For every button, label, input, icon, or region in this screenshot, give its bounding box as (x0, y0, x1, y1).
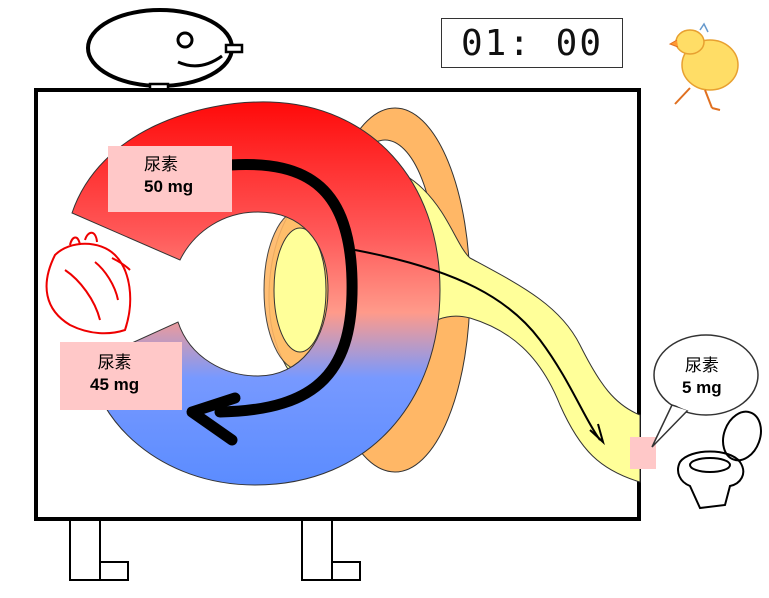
timer-display: 01: 00 (441, 18, 623, 68)
legs (69, 519, 361, 581)
toilet-icon (677, 410, 762, 510)
filtrate-arrow (354, 249, 605, 446)
label-in-bg (108, 146, 232, 212)
heart-icon (45, 231, 132, 335)
urea-urine-amount: 5 mg (682, 378, 722, 397)
urea-in-name: 尿素 (144, 155, 178, 174)
urea-in-amount: 50 mg (144, 177, 194, 196)
urea-urine-name: 尿素 (684, 356, 719, 375)
flow-arrow (186, 158, 358, 446)
urine-sample (630, 437, 656, 469)
urea-in-label: 尿素 50 mg (144, 154, 193, 198)
urea-out-name: 尿素 (97, 353, 132, 372)
urea-urine-label: 尿素 5 mg (682, 355, 722, 399)
face-icon (86, 8, 244, 94)
urine-callout (651, 334, 759, 448)
urea-out-label: 尿素 45 mg (90, 352, 139, 396)
chick-icon (668, 22, 739, 111)
label-out-bg (60, 342, 182, 410)
urea-out-amount: 45 mg (90, 375, 140, 394)
